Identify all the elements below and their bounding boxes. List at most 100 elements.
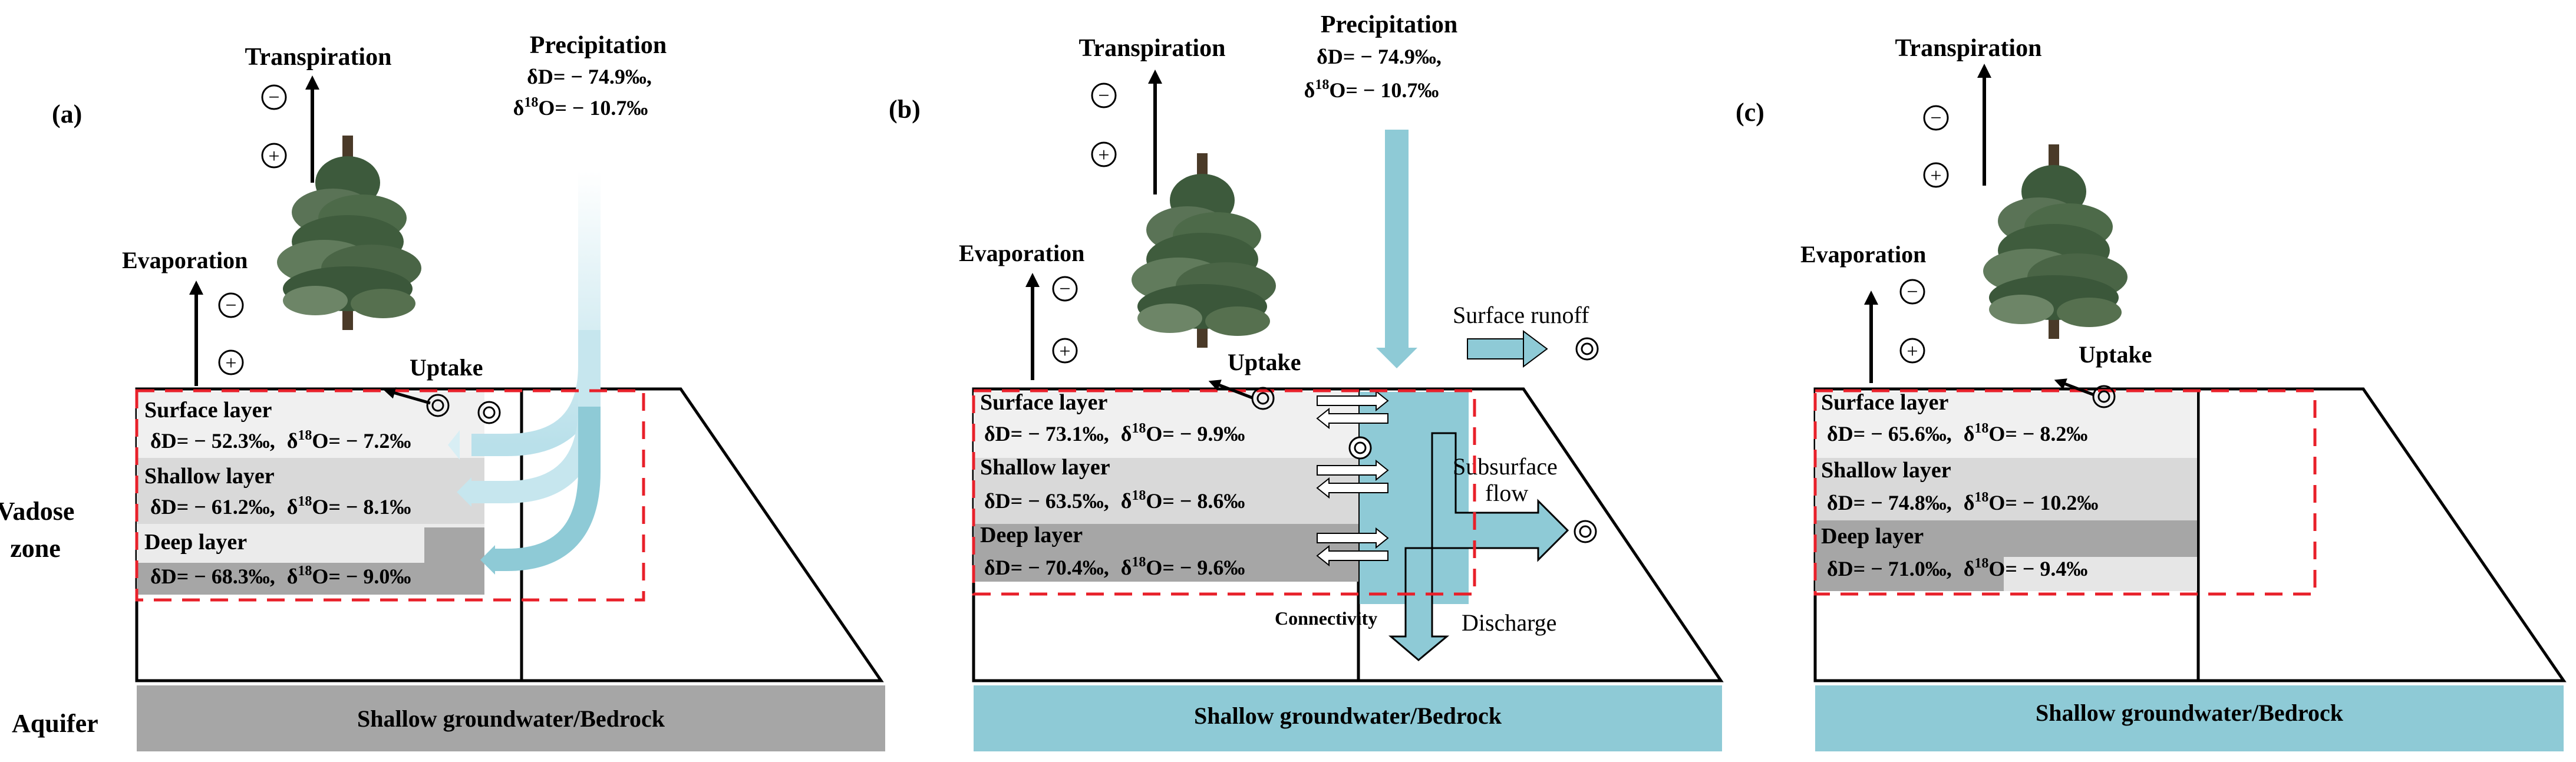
- panel-b-precip-d18O: δ18O= − 10.7‰: [1304, 77, 1439, 102]
- panel-b-subsurface-label-1: Subsurface: [1453, 453, 1558, 480]
- panel-b-precip-arrow-shaft: [1385, 130, 1409, 348]
- panel-a-deep-layer-bottom: [137, 563, 484, 595]
- panel-b-tree-icon: [1132, 153, 1276, 348]
- panel-b-evap-minus-icon: [1052, 276, 1078, 302]
- panel-a-shallow-layer: [137, 458, 484, 524]
- panel-b-evap-plus-icon: [1052, 338, 1078, 364]
- panel-b-layer-marker-icon: [1348, 436, 1372, 460]
- panel-b-runoff-arrow-shaft: [1467, 338, 1524, 359]
- panel-b-connectivity-label: Connectivity: [1275, 608, 1377, 629]
- panel-c-transpiration-label: Transpiration: [1895, 35, 2042, 62]
- panel-c-deep-layer-lower-light: [2004, 557, 2197, 591]
- panel-a-ground-label: Shallow groundwater/Bedrock: [357, 705, 665, 732]
- panel-c-dashed-boundary: [1813, 389, 2317, 596]
- vadose-zone-label-2: zone: [10, 534, 61, 563]
- panel-c-evap-plus-icon: [1899, 338, 1925, 364]
- panel-a-surface-name: Surface layer: [144, 398, 272, 423]
- panel-b-uptake-marker-inner: [1256, 392, 1269, 405]
- panel-c-uptake-marker-icon: [2092, 385, 2116, 408]
- panel-a-transp-minus-icon: [261, 84, 287, 110]
- panel-b-precip-title: Precipitation: [1321, 11, 1458, 38]
- panel-a-precip-flow-1: [471, 171, 601, 456]
- panel-b-surface-name: Surface layer: [980, 390, 1107, 415]
- panel-a-dashed-boundary: [135, 389, 645, 602]
- panel-c-uptake-arrow: [2054, 378, 2095, 397]
- panel-b-runoff-arrowhead: [1523, 330, 1548, 368]
- panel-b-deep-layer: [974, 524, 1358, 582]
- panel-b-transp-plus-sign: +: [1098, 144, 1109, 166]
- panel-c-surface-values: δD= − 65.6‰,δ18O= − 8.2‰: [1827, 421, 2087, 446]
- panel-b-ground-label: Shallow groundwater/Bedrock: [1194, 702, 1502, 729]
- panel-a-surface-values: δD= − 52.3‰,δ18O= − 7.2‰: [150, 428, 411, 453]
- panel-b-subsurface-flow-arrow: [1431, 432, 1569, 562]
- panel-c: (c) Shallow groundwater/Bedrock Surface …: [1736, 35, 2567, 751]
- panel-c-deep-layer-lower: [1815, 557, 2004, 591]
- panel-c-groundwater: [1815, 685, 2564, 751]
- panel-a-deep-name: Deep layer: [144, 530, 247, 555]
- panel-b-shallow-values: δD= − 63.5‰,δ18O= − 8.6‰: [984, 488, 1245, 513]
- panel-a-tag: (a): [52, 100, 82, 128]
- panel-b-shallow-name: Shallow layer: [980, 455, 1110, 480]
- panel-c-evap-minus-sign: −: [1907, 281, 1918, 303]
- panel-c-surface-name: Surface layer: [1821, 390, 1948, 415]
- panel-b-runoff-marker-inner: [1581, 342, 1594, 355]
- aquifer-label: Aquifer: [12, 709, 98, 738]
- panel-a-evap-plus-sign: +: [225, 352, 236, 374]
- panel-a-evap-plus-icon: [218, 349, 244, 375]
- panel-b-evap-plus-sign: +: [1059, 341, 1070, 362]
- panel-a-precip-flow-3: [495, 407, 601, 571]
- panel-c-uptake-label: Uptake: [2079, 341, 2152, 368]
- panel-b-precip-dD: δD= − 74.9‰,: [1317, 45, 1442, 68]
- panel-b-tag: (b): [889, 95, 921, 124]
- panel-c-evap-plus-sign: +: [1907, 341, 1918, 362]
- panel-a-precip-marker-icon: [477, 401, 501, 424]
- panel-a-transp-minus-sign: −: [268, 87, 279, 108]
- panel-a-deep-values: δD= − 68.3‰,δ18O= − 9.0‰: [150, 563, 411, 588]
- panel-c-shallow-values: δD= − 74.8‰,δ18O= − 10.2‰: [1827, 490, 2098, 514]
- panel-a-precip-d18O: δ18O= − 10.7‰: [513, 95, 648, 120]
- panel-c-transp-minus-sign: −: [1930, 107, 1941, 129]
- panel-b-transpiration-label: Transpiration: [1079, 35, 1226, 62]
- panel-b-runoff-marker-icon: [1575, 337, 1599, 361]
- panel-a-uptake-arrow: [383, 387, 431, 405]
- panel-c-tag: (c): [1736, 98, 1764, 127]
- panel-b-discharge-label: Discharge: [1462, 609, 1556, 636]
- panel-b-transp-minus-icon: [1091, 83, 1117, 108]
- panel-b-surface-layer: [974, 392, 1358, 458]
- panel-b-dashed-boundary: [972, 389, 1476, 596]
- panel-b: (b) Shallow groundwater/Bedrock Surface …: [889, 11, 1724, 751]
- panel-a-precip-marker-inner: [483, 406, 496, 419]
- panel-c-deep-values: δD= − 71.0‰,δ18O= − 9.4‰: [1827, 556, 2087, 580]
- panel-c-transp-plus-icon: [1923, 162, 1949, 188]
- panel-b-subsurface-marker-inner: [1579, 525, 1592, 538]
- vadose-zone-label-1: Vadose: [0, 497, 74, 526]
- panel-b-uptake-marker-icon: [1251, 387, 1275, 410]
- panel-b-exchange-arrows: [1316, 390, 1389, 567]
- panel-a: (a) Shallow groundwater/Bedrock Surface …: [52, 32, 885, 751]
- panel-a-tree-icon: [277, 136, 421, 330]
- panel-c-shallow-layer: [1815, 458, 2197, 520]
- panel-a-groundwater: [137, 685, 885, 751]
- panel-c-deep-name: Deep layer: [1821, 524, 1924, 549]
- panel-b-block-outline: [972, 387, 1724, 682]
- panel-a-precip-arrowhead-1: [448, 430, 460, 460]
- panel-a-shallow-name: Shallow layer: [144, 464, 275, 489]
- panel-c-ground-label: Shallow groundwater/Bedrock: [2036, 700, 2344, 726]
- panel-c-deep-layer: [1815, 520, 2197, 557]
- panel-a-uptake-marker-inner: [431, 399, 444, 412]
- panel-a-uptake-marker-icon: [426, 394, 450, 417]
- panel-b-runoff-label: Surface runoff: [1453, 302, 1589, 328]
- panel-b-transp-plus-icon: [1091, 141, 1117, 167]
- panel-a-shallow-values: δD= − 61.2‰,δ18O= − 8.1‰: [150, 494, 411, 519]
- panel-b-uptake-label: Uptake: [1228, 349, 1301, 375]
- panel-b-deep-name: Deep layer: [980, 523, 1083, 547]
- panel-a-uptake-label: Uptake: [410, 354, 483, 381]
- panel-a-precip-arrowhead-2: [457, 477, 471, 507]
- panel-a-transpiration-label: Transpiration: [245, 44, 392, 71]
- panel-b-layer-marker-inner: [1354, 441, 1367, 454]
- panel-c-tree-icon: [1983, 144, 2128, 339]
- panel-c-surface-layer: [1815, 392, 2197, 458]
- panel-b-evap-minus-sign: −: [1059, 278, 1070, 300]
- panel-b-evaporation-label: Evaporation: [959, 240, 1084, 266]
